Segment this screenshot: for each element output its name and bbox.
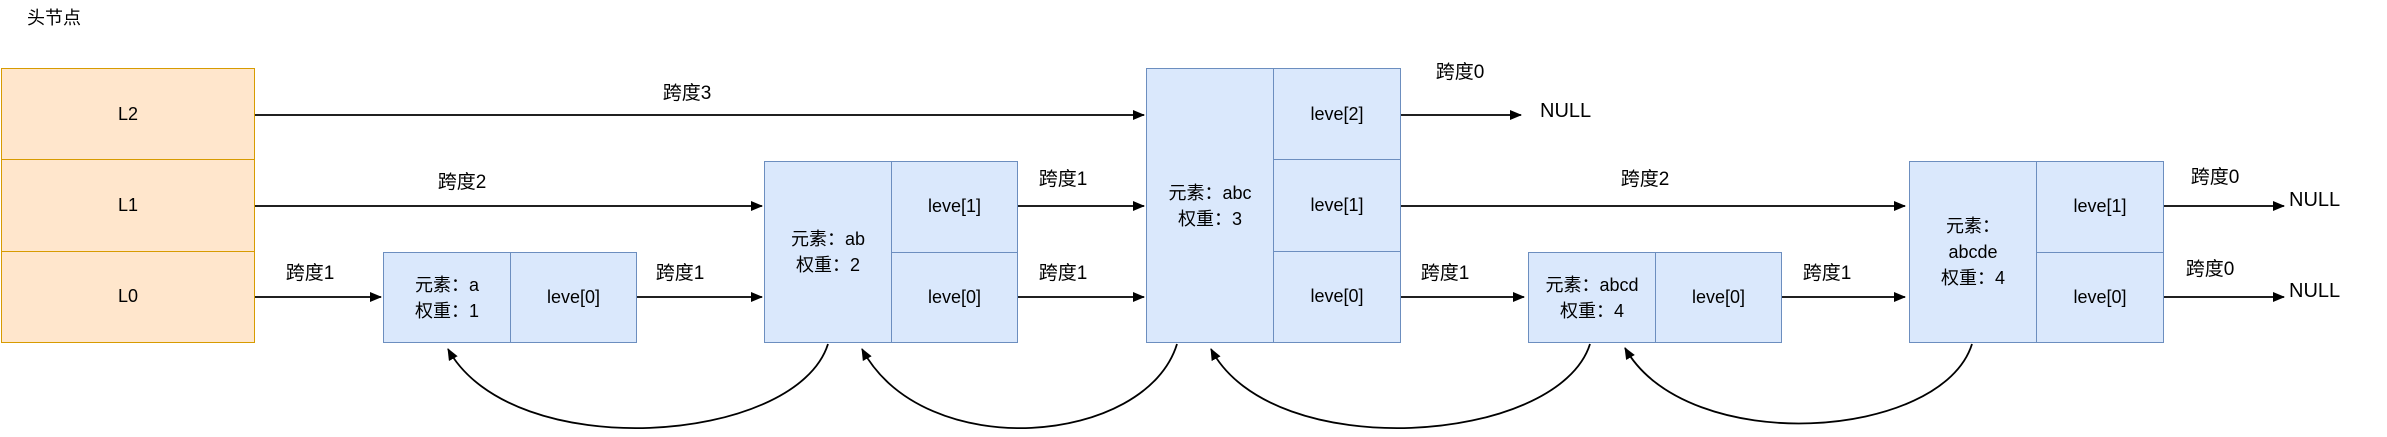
null-terminator: NULL [1540,100,1592,122]
node-abcde-weight-line: 权重：4 [1940,268,2005,288]
back-edge-abcde-to-abcd [1624,343,1973,425]
skiplist-node-abcd: 元素：abcd 权重：4 leve[0] [1528,252,1782,343]
back-edge-abc-to-ab [861,343,1178,429]
head-node: L2 L1 L0 [1,68,255,343]
node-abc-element-line: 元素：abc [1168,182,1252,203]
node-ab-level-cell: leve[0] [892,251,1017,343]
node-abcde-label: 元素： abcde 权重：4 [1910,162,2037,342]
node-a-element-line: 元素：a [414,274,479,295]
span-label: 跨度2 [1620,169,1670,190]
node-ab-weight-line: 权重：2 [795,255,860,275]
node-abcd-element-line: 元素：abcd [1545,274,1639,295]
node-abcde-level-cell: leve[1] [2073,196,2127,217]
node-a-label: 元素：a 权重：1 [384,253,511,342]
node-abc-label: 元素：abc 权重：3 [1147,69,1274,342]
node-abcd-levels: leve[0] [1656,253,1781,342]
head-row-l0: L0 [2,250,254,342]
head-row-l2: L2 [117,103,139,124]
node-abc-level-cell: leve[2] [1310,103,1364,124]
span-label: 跨度1 [1038,169,1088,190]
node-abcd-weight-line: 权重：4 [1559,300,1624,321]
span-label: 跨度1 [655,263,705,284]
span-label: 跨度3 [662,83,712,104]
node-abc-levels: leve[2] leve[1] leve[0] [1274,69,1400,342]
span-label: 跨度1 [1802,263,1852,284]
node-a-level-cell: leve[0] [546,287,601,307]
span-label: 跨度2 [437,172,487,193]
node-ab-label: 元素：ab 权重：2 [765,162,892,342]
node-abc-level-cell: leve[1] [1274,159,1400,250]
node-abcd-label: 元素：abcd 权重：4 [1529,253,1656,342]
span-label: 跨度1 [1420,263,1470,284]
null-terminator: NULL [2289,189,2341,211]
node-abc-weight-line: 权重：3 [1177,208,1242,229]
node-abcd-level-cell: leve[0] [1691,287,1746,307]
node-ab-levels: leve[1] leve[0] [892,162,1017,342]
back-edge-ab-to-a [447,343,829,430]
node-a-levels: leve[0] [511,253,636,342]
node-abcde-element-line: 元素： [1946,216,2000,236]
span-label: 跨度1 [285,263,335,284]
node-a-weight-line: 权重：1 [414,300,479,321]
skiplist-node-ab: 元素：ab 权重：2 leve[1] leve[0] [764,161,1018,343]
back-edge-abcd-to-abc [1210,343,1591,430]
node-ab-element-line: 元素：ab [790,229,866,249]
node-abcde-levels: leve[1] leve[0] [2037,162,2163,342]
span-label: 跨度0 [2190,167,2240,188]
span-label: 跨度1 [1038,263,1088,284]
head-row-l1: L1 [2,159,254,250]
skiplist-node-a: 元素：a 权重：1 leve[0] [383,252,637,343]
null-terminator: NULL [2289,280,2341,302]
diagram-title: 头节点 [27,8,81,28]
span-label: 跨度0 [2185,259,2235,280]
skiplist-node-abcde: 元素： abcde 权重：4 leve[1] leve[0] [1909,161,2164,343]
skiplist-node-abc: 元素：abc 权重：3 leve[2] leve[1] leve[0] [1146,68,1401,343]
node-abc-level-cell: leve[0] [1274,250,1400,342]
node-ab-level-cell: leve[1] [927,196,982,217]
node-abcde-level-cell: leve[0] [2037,251,2163,343]
span-label: 跨度0 [1435,62,1485,83]
node-abcde-element-line2: abcde [1948,242,1998,262]
